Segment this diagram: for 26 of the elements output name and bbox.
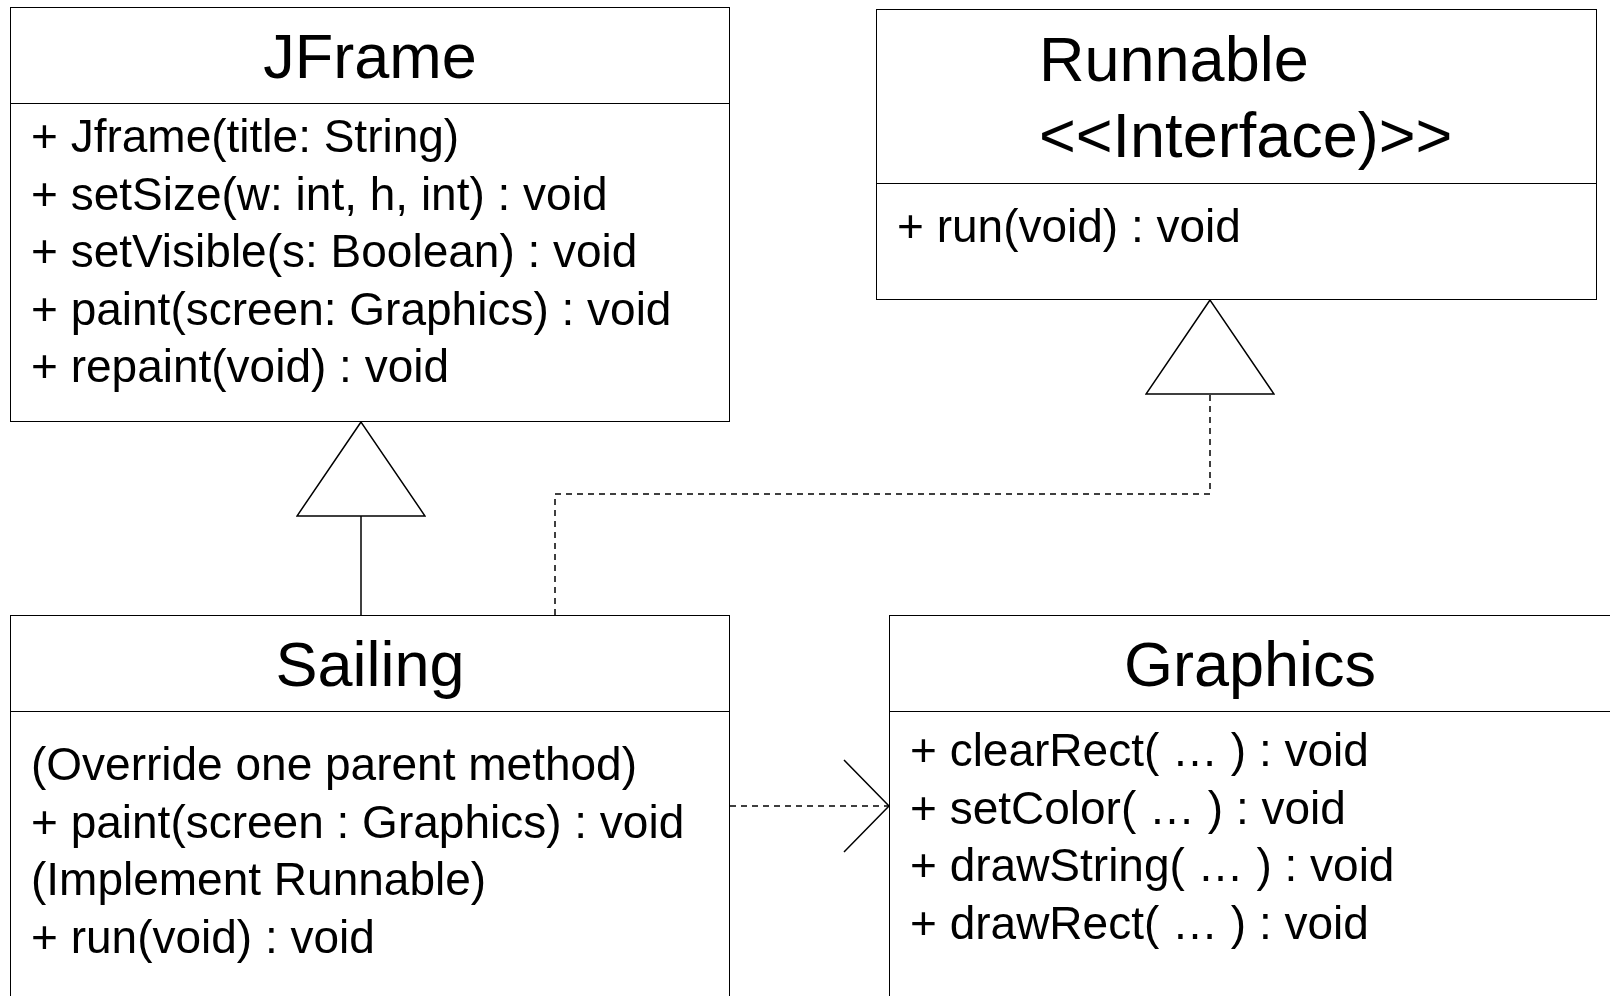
member-text: + Jframe(title: String): [31, 109, 461, 164]
class-name: Graphics: [1123, 627, 1377, 701]
class-box: [889, 615, 1610, 996]
inheritance-arrow: [296, 421, 426, 616]
member-text: + setSize(w: int, h, int) : void: [31, 166, 609, 222]
dependency-arrow: [729, 759, 890, 853]
member-text: + repaint(void) : void: [31, 339, 451, 395]
member-text: + clearRect( … ) : void: [910, 723, 1370, 778]
stereotype-label: <<Interface)>>: [1039, 98, 1453, 172]
class-box: [876, 9, 1597, 300]
member-text: + paint(screen: Graphics) : void: [31, 281, 673, 337]
member-text: (Implement Runnable): [31, 852, 488, 908]
member-text: + setVisible(s: Boolean) : void: [31, 224, 639, 280]
member-text: + drawRect( … ) : void: [910, 895, 1370, 951]
inheritance-arrow: [554, 299, 1275, 616]
class-name: Sailing: [275, 627, 465, 701]
class-box: [10, 615, 730, 996]
class-name: JFrame: [263, 19, 477, 93]
class-box: [10, 7, 730, 422]
member-text: (Override one parent method): [31, 737, 638, 792]
member-text: + setColor( … ) : void: [910, 780, 1347, 836]
member-text: + paint(screen : Graphics) : void: [31, 794, 686, 850]
member-text: + run(void) : void: [897, 199, 1242, 254]
member-text: + drawString( … ) : void: [910, 838, 1396, 894]
member-text: + run(void) : void: [31, 909, 376, 965]
class-name: Runnable: [1039, 22, 1309, 96]
